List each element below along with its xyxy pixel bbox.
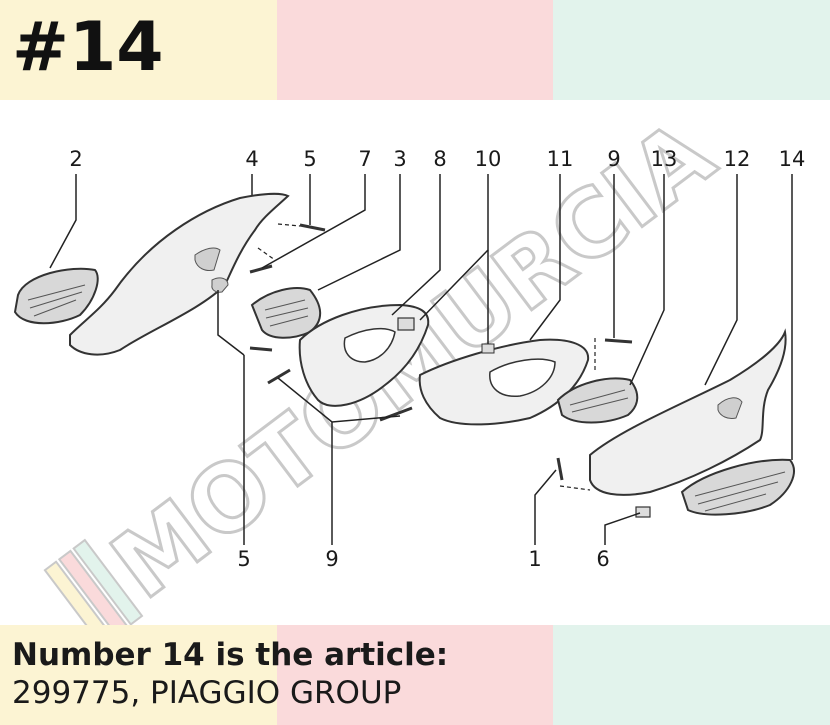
part-number-heading: #14 xyxy=(12,8,164,87)
header-color-band xyxy=(0,0,830,100)
band-mint xyxy=(553,0,830,100)
leader-lines xyxy=(49,174,793,545)
callout-6: 6 xyxy=(596,547,609,571)
part-3-grille xyxy=(250,287,322,339)
callout-9-top: 9 xyxy=(607,147,620,171)
callout-7: 7 xyxy=(358,147,371,171)
part-14-right-footrest-mat xyxy=(680,458,795,516)
band-mint-bottom xyxy=(553,625,830,725)
exploded-parts-diagram: MOTOMURCIA xyxy=(13,100,806,625)
band-yellow xyxy=(0,0,277,100)
callout-4: 4 xyxy=(245,147,258,171)
callout-8: 8 xyxy=(433,147,446,171)
band-pink-bottom xyxy=(277,625,553,725)
caption-article-detail: 299775, PIAGGIO GROUP xyxy=(12,675,402,711)
watermark-text: MOTOMURCIA xyxy=(93,100,733,619)
screws xyxy=(249,223,651,518)
callout-11: 11 xyxy=(547,147,574,171)
callout-9-bottom: 9 xyxy=(325,547,338,571)
part-11-central-tunnel xyxy=(418,338,590,426)
caption-title: Number 14 is the article: xyxy=(12,637,449,673)
callout-3: 3 xyxy=(393,147,406,171)
band-pink xyxy=(277,0,553,100)
footer-color-band xyxy=(0,625,830,725)
part-13-right-grille xyxy=(556,377,639,424)
callout-14: 14 xyxy=(779,147,806,171)
part-12-right-side-panel xyxy=(589,328,787,496)
part-8-center-cover xyxy=(298,303,430,407)
callout-13: 13 xyxy=(651,147,678,171)
callout-5-top: 5 xyxy=(303,147,316,171)
callout-1: 1 xyxy=(528,547,541,571)
callout-12: 12 xyxy=(724,147,751,171)
part-2-left-footrest-mat xyxy=(13,267,99,325)
callout-5-bottom: 5 xyxy=(237,547,250,571)
band-yellow-bottom xyxy=(0,625,277,725)
part-4-left-side-panel xyxy=(69,192,290,356)
callout-10: 10 xyxy=(475,147,502,171)
callout-2: 2 xyxy=(69,147,82,171)
